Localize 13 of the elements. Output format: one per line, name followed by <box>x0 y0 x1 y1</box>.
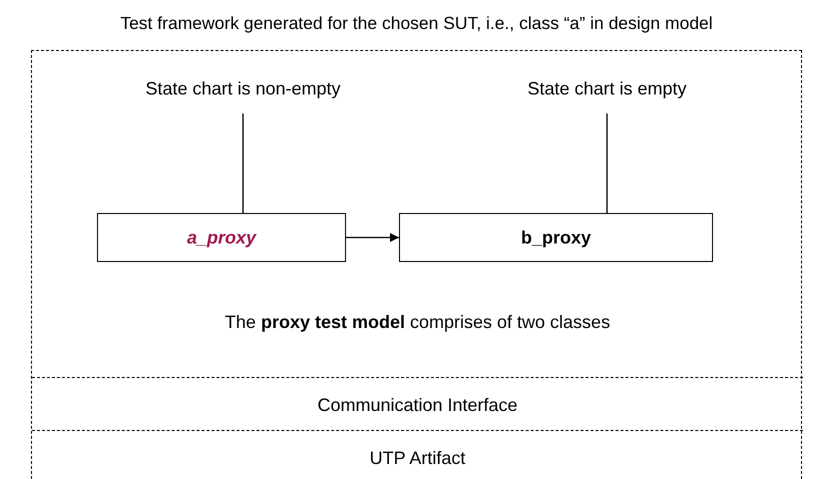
class-name: b_proxy <box>520 227 592 248</box>
note-text: State chart is non-empty <box>145 78 341 100</box>
note-text: State chart is empty <box>527 78 687 100</box>
class-name: a_proxy <box>186 227 256 248</box>
arrow <box>346 233 399 242</box>
description-text: The proxy test model comprises of two classes <box>224 312 610 333</box>
leader-line <box>242 114 244 213</box>
class-box <box>97 213 346 262</box>
layer-title: UTP Artifact <box>370 448 466 469</box>
class-box <box>399 213 713 262</box>
layer-title: Communication Interface <box>317 395 518 416</box>
frame-title: Test framework generated for the chosen SUT, i.e., class “a” in design model <box>120 13 713 34</box>
leader-line <box>606 114 608 213</box>
